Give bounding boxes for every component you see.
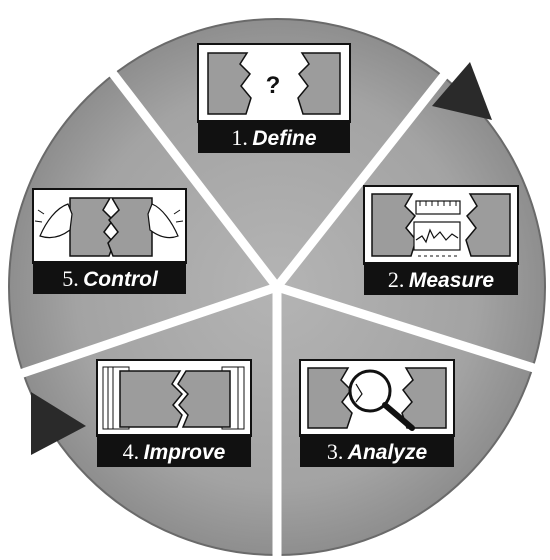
step-define: ? 1. Define [197,43,351,153]
step-analyze: 3. Analyze [299,359,455,467]
puzzle-magnifier-icon [307,367,447,431]
puzzle-ruler-chart-icon [371,193,511,257]
step-control: 5. Control [32,188,187,294]
divider-define-measure [273,70,450,290]
control-label: 5. Control [62,266,159,291]
chart-shape [413,221,461,251]
question-mark-glyph: ? [266,72,281,99]
step-measure: 2. Measure [363,185,519,295]
step-improve: 4. Improve [96,359,252,467]
analyze-label: 3. Analyze [327,439,428,464]
arrowhead-left-icon [31,392,86,455]
left-hand-shape [39,203,73,239]
define-label-box [198,120,350,153]
divider-control-define [100,59,281,290]
divider-improve-control [18,282,279,379]
measure-label-box [364,262,518,295]
magnifier-lens [348,369,392,413]
improve-label-box [97,434,251,467]
improve-label: 4. Improve [123,439,226,464]
puzzle-pages-icon [102,366,245,430]
right-hand-shape [147,203,179,239]
analyze-label-box [300,434,454,467]
magnifier-handle [382,402,415,431]
arrowhead-top-right-icon [432,62,492,120]
measure-label: 2. Measure [388,267,494,292]
puzzle-question-icon: ? [207,52,341,115]
define-label: 1. Define [231,125,316,150]
divider-measure-analyze [275,282,542,375]
segment-dividers [18,59,542,556]
puzzle-hands-icon [34,197,184,257]
control-label-box [33,261,186,294]
